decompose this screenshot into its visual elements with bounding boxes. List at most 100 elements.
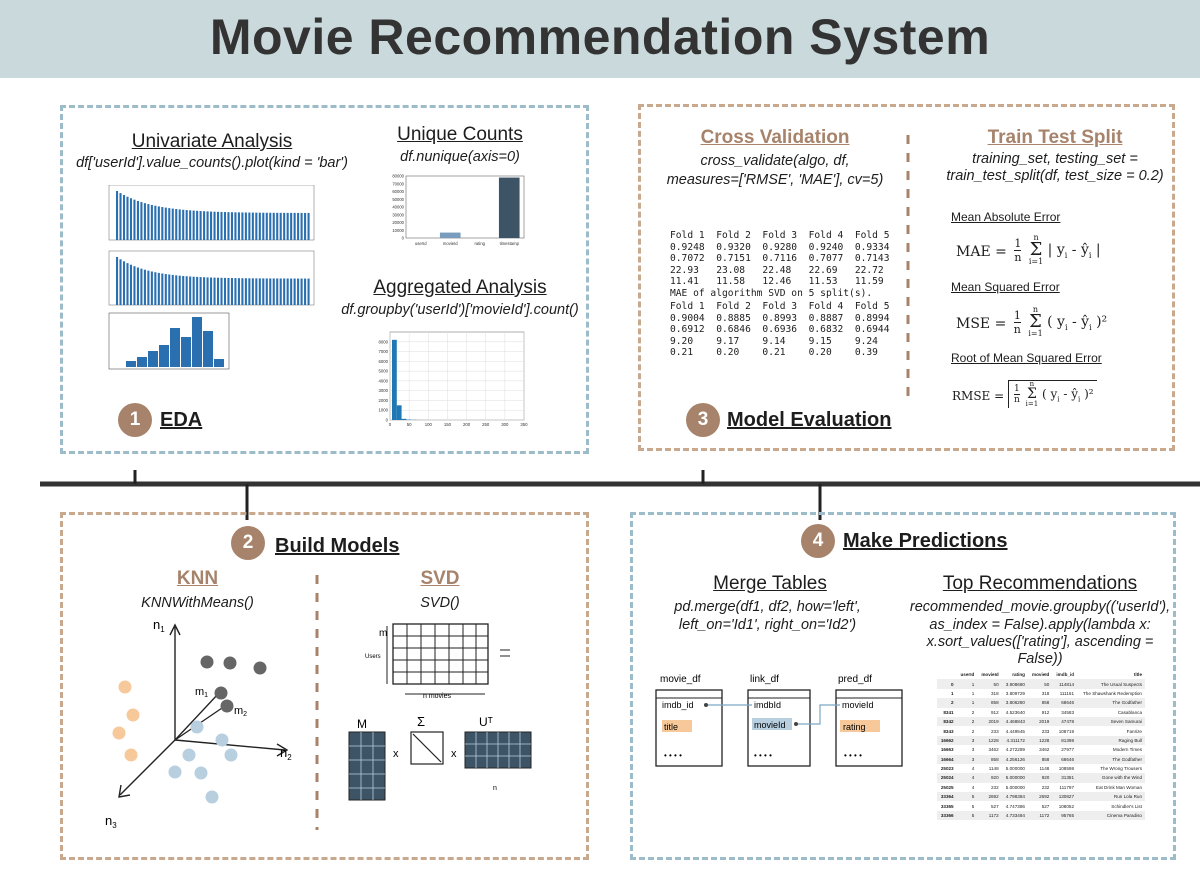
- table-cell: 47478: [1061, 719, 1075, 725]
- table-cell: 318: [1041, 690, 1050, 696]
- table-cell: 1148: [1039, 766, 1050, 772]
- univariate-bar: [143, 269, 146, 305]
- axis-label-n2: n2: [280, 745, 292, 762]
- univariate-bar: [182, 275, 185, 305]
- univariate-bar: [248, 212, 251, 240]
- univariate-bar: [147, 204, 150, 240]
- univariate-bar: [175, 209, 178, 240]
- sigma-matrix: [410, 731, 444, 765]
- merge-code-line-2: left_on='Id1', right_on='Id2'): [678, 617, 857, 633]
- table-cell: 8341: [943, 709, 954, 715]
- univariate-title: Univariate Analysis: [131, 131, 293, 152]
- top-code-line-2: as_index = False).apply(lambda x:: [929, 617, 1151, 633]
- knn-point-orange: [126, 708, 140, 722]
- univariate-bar: [283, 212, 286, 240]
- link-df-table: [747, 689, 811, 767]
- eda-panel: [60, 105, 589, 454]
- univariate-bar: [175, 275, 178, 305]
- univariate-bar: [122, 261, 126, 305]
- svd-title: SVD: [420, 568, 460, 589]
- table-cell: 4: [971, 766, 975, 772]
- unique-xtick-label: rating: [475, 241, 486, 246]
- knn-point-blue: [182, 748, 196, 762]
- univariate-bar: [304, 212, 307, 240]
- table-cell: 111161: [1059, 690, 1075, 696]
- table-cell: 5: [971, 803, 975, 809]
- univariate-bar: [129, 198, 133, 240]
- table-cell: 68646: [1061, 700, 1075, 706]
- mae-label: Mean Absolute Error: [951, 210, 1061, 224]
- step-badge-4: 4: [801, 524, 835, 558]
- agg-xtick-label: 250: [482, 422, 490, 427]
- univariate-bar: [133, 199, 136, 240]
- table-cell: 858: [1041, 700, 1050, 706]
- univariate-bar: [178, 275, 181, 305]
- table-cell: 8342: [943, 719, 954, 725]
- agg-ytick-label: 6000: [378, 359, 388, 364]
- univariate-bar: [192, 210, 195, 240]
- univariate-bar: [161, 207, 164, 240]
- univariate-bar: [265, 212, 268, 240]
- univariate-bar: [279, 278, 282, 305]
- table-cell: 4.733484: [1005, 813, 1025, 819]
- univariate-bar: [241, 278, 244, 305]
- univariate-plots: [108, 185, 315, 370]
- cross-validation-title: Cross Validation: [700, 127, 850, 148]
- table-cell: Seven Samurai: [1110, 719, 1142, 725]
- table-cell: 1172: [1039, 813, 1050, 819]
- univariate-bar: [119, 193, 122, 240]
- svd-label-ut: Uᵀ: [479, 715, 493, 729]
- univariate-bar: [220, 277, 223, 305]
- vt-matrix: [464, 731, 532, 769]
- univariate-bar: [178, 209, 181, 240]
- table-cell: 1148: [988, 766, 999, 772]
- svd-label-n: n: [493, 785, 497, 792]
- u-matrix: [348, 731, 386, 801]
- univariate-bar: [196, 276, 199, 305]
- univariate-bar: [157, 206, 160, 240]
- univariate-bar: [129, 264, 133, 305]
- univariate-bar: [164, 274, 167, 305]
- table-cell: 4.272289: [1005, 747, 1025, 753]
- univariate-bar: [126, 196, 129, 240]
- knn-point-orange: [118, 680, 132, 694]
- table-header-cell: userId: [960, 672, 975, 678]
- agg-xtick-label: 150: [444, 422, 452, 427]
- univariate-bar: [140, 202, 143, 240]
- mse-label: Mean Squared Error: [951, 280, 1060, 294]
- univariate-bar: [199, 277, 202, 305]
- table-cell: 2: [971, 728, 975, 734]
- table-cell: 81398: [1061, 737, 1075, 743]
- pred-df-label: pred_df: [838, 674, 872, 685]
- univariate-bar: [297, 278, 300, 305]
- svd-label-M: M: [357, 717, 367, 731]
- table-cell: 3.809729: [1005, 690, 1025, 696]
- table-cell: 527: [1041, 803, 1050, 809]
- table-cell: 920: [991, 775, 999, 781]
- univariate-bar: [283, 278, 286, 305]
- unique-bar: [439, 232, 461, 238]
- table-cell: 16662: [940, 737, 954, 743]
- table-cell: 4.256126: [1005, 756, 1025, 762]
- table-cell: 3462: [988, 747, 999, 753]
- univariate-bar: [150, 271, 153, 305]
- agg-xtick-label: 300: [501, 422, 509, 427]
- univariate-bar: [244, 278, 247, 305]
- univariate-bar: [133, 266, 136, 305]
- title-banner: [0, 0, 1200, 78]
- agg-xtick-label: 100: [425, 422, 433, 427]
- table-cell: 4.523640: [1005, 709, 1025, 715]
- agg-bar: [401, 418, 407, 420]
- univariate-code: df['userId'].value_counts().plot(kind = …: [76, 155, 348, 171]
- table-cell: 1: [971, 690, 975, 696]
- univariate-bar: [262, 212, 265, 240]
- table-cell: 108719: [1058, 728, 1075, 734]
- unique-ytick-label: 0: [402, 236, 405, 241]
